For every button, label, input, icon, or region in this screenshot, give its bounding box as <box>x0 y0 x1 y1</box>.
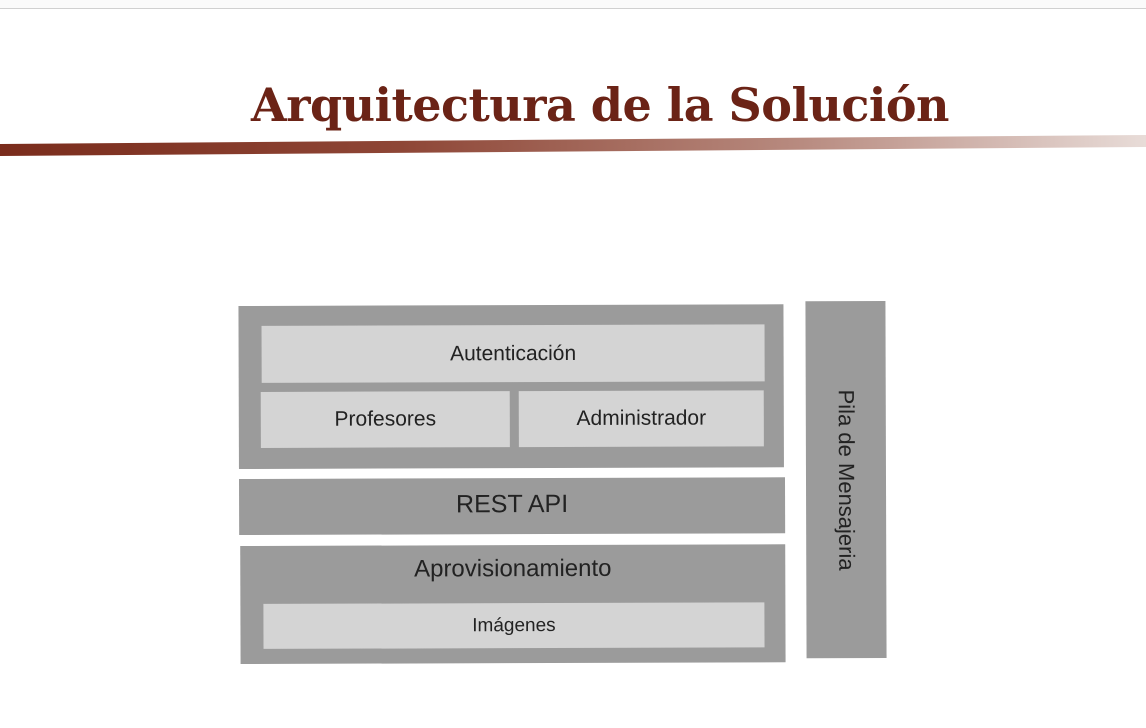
auth-box: Autenticación <box>261 324 765 383</box>
rest-api-layer: REST API <box>238 477 786 536</box>
admin-label: Administrador <box>576 406 707 430</box>
teachers-box: Profesores <box>260 391 510 448</box>
teachers-label: Profesores <box>334 407 437 431</box>
admin-box: Administrador <box>518 390 764 448</box>
provisioning-label: Aprovisionamiento <box>414 554 612 583</box>
rest-api-label: REST API <box>455 489 569 519</box>
provisioning-layer: Aprovisionamiento Imágenes <box>240 544 786 665</box>
messaging-label: Pila de Mensajeria <box>833 389 860 571</box>
auth-label: Autenticación <box>450 341 577 365</box>
top-divider <box>0 0 1146 9</box>
messaging-stack: Pila de Mensajeria <box>805 300 887 659</box>
page-title: Arquitectura de la Solución <box>251 78 949 132</box>
frontend-layer: Autenticación Profesores Administrador <box>238 304 784 470</box>
images-box: Imágenes <box>263 602 765 649</box>
images-label: Imágenes <box>472 614 556 636</box>
